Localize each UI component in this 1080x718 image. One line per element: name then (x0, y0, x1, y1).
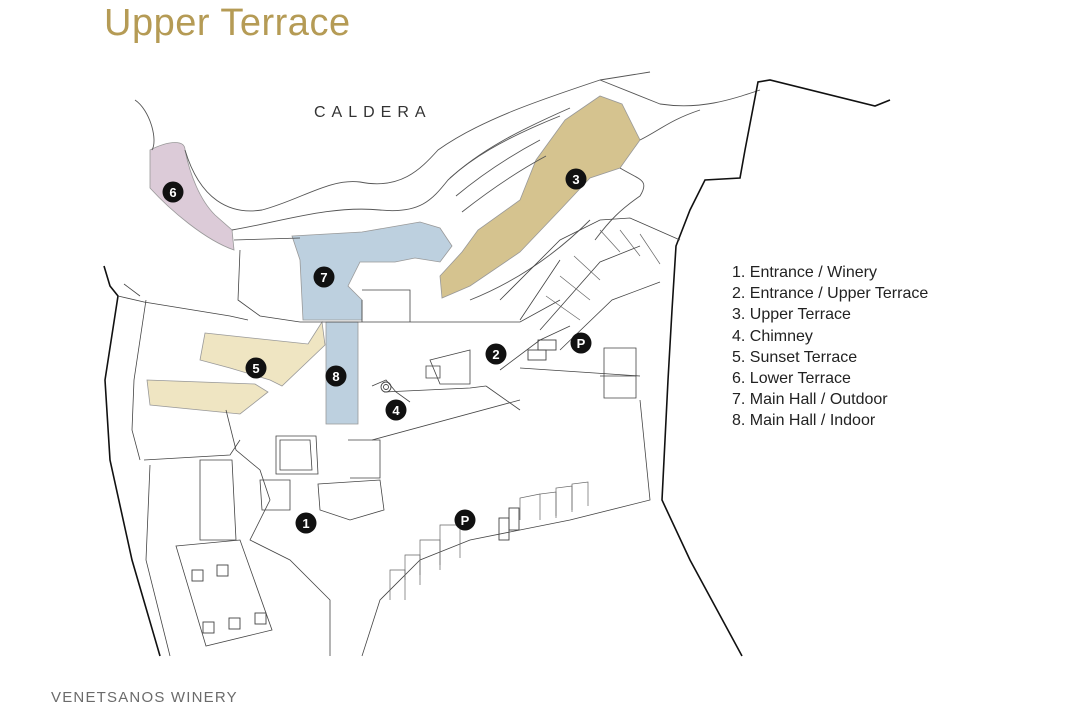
parking-marker-2[interactable]: P (454, 509, 476, 531)
marker-1[interactable]: 1 (295, 512, 317, 534)
legend-item-entrance-upper-terrace: 2. Entrance / Upper Terrace (732, 285, 929, 303)
property-boundary (103, 79, 891, 657)
site-features (191, 339, 557, 634)
legend-item-chimney: 4. Chimney (732, 327, 813, 345)
svg-text:4: 4 (392, 403, 400, 418)
legend-item-sunset-terrace: 5. Sunset Terrace (732, 348, 858, 366)
legend-item-main-hall-indoor: 8. Main Hall / Indoor (732, 412, 876, 430)
parking-marker-1[interactable]: P (570, 332, 592, 354)
svg-text:5: 5 (252, 361, 259, 376)
marker-2[interactable]: 2 (485, 343, 507, 365)
marker-5[interactable]: 5 (245, 357, 267, 379)
marker-6[interactable]: 6 (162, 181, 184, 203)
marker-7[interactable]: 7 (313, 266, 335, 288)
parking-stalls (389, 229, 661, 600)
marker-8[interactable]: 8 (325, 365, 347, 387)
svg-text:P: P (577, 336, 586, 351)
site-plan-lines (117, 217, 681, 657)
svg-text:P: P (461, 513, 470, 528)
page-title: Upper Terrace (104, 2, 351, 44)
zone-lower-terrace (149, 142, 235, 251)
terrain-lines (134, 71, 761, 301)
legend-item-main-hall-outdoor: 7. Main Hall / Outdoor (732, 391, 888, 409)
svg-text:6: 6 (169, 185, 176, 200)
zone-main-hall-outdoor (291, 221, 453, 321)
legend-item-upper-terrace: 3. Upper Terrace (732, 306, 851, 324)
svg-text:3: 3 (572, 172, 579, 187)
legend-item-entrance-winery: 1. Entrance / Winery (732, 264, 877, 281)
svg-text:2: 2 (492, 347, 499, 362)
zone-sunset-terrace-upper (199, 320, 326, 387)
zone-sunset-terrace-lower (146, 379, 269, 415)
legend-item-lower-terrace: 6. Lower Terrace (732, 370, 851, 388)
marker-4[interactable]: 4 (385, 399, 407, 421)
zone-upper-terrace (439, 95, 641, 299)
map-legend: 1. Entrance / Winery 2. Entrance / Upper… (732, 262, 928, 432)
svg-text:7: 7 (320, 270, 327, 285)
footer-brand: VENETSANOS WINERY (51, 689, 238, 706)
svg-text:1: 1 (302, 516, 309, 531)
marker-3[interactable]: 3 (565, 168, 587, 190)
caldera-label: CALDERA (314, 104, 432, 121)
svg-text:8: 8 (332, 369, 339, 384)
